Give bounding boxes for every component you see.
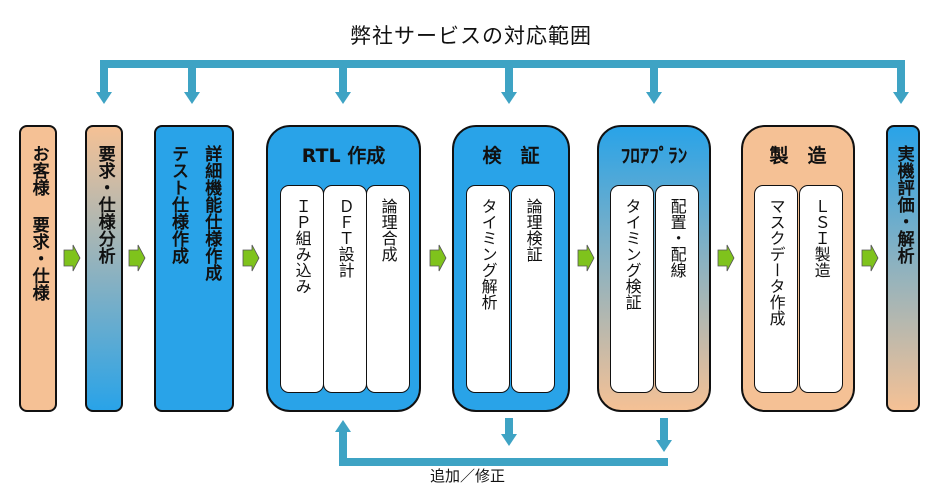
stage-floorplan-item: タイミング検証 bbox=[610, 185, 654, 393]
scope-arrowheads bbox=[96, 92, 909, 104]
stage-evaluation: 実機評価・解析 bbox=[886, 125, 920, 412]
stage-requirements-label: 要求・仕様分析 bbox=[94, 145, 115, 264]
stage-floorplan: ﾌﾛｱﾌﾟﾗﾝ タイミング検証 配置・配線 bbox=[597, 125, 711, 412]
stage-verify-item: タイミング解析 bbox=[466, 185, 510, 393]
stage-manufacture-item: ＬＳＩ製造 bbox=[799, 185, 843, 393]
stage-manufacture-title: 製 造 bbox=[769, 145, 827, 167]
stage-rtl-item: ＩＰ組み込み bbox=[280, 185, 324, 393]
stage-floorplan-item: 配置・配線 bbox=[655, 185, 699, 393]
stage-verify: 検 証 タイミング解析 論理検証 bbox=[452, 125, 570, 412]
stage-rtl-item: ＤＦＴ設計 bbox=[323, 185, 367, 393]
feedback-bracket bbox=[339, 418, 668, 466]
stage-customer: お客様 要求・仕様 bbox=[19, 125, 57, 412]
stage-manufacture: 製 造 マスクデータ作成 ＬＳＩ製造 bbox=[741, 125, 855, 412]
stage-evaluation-label: 実機評価・解析 bbox=[893, 145, 914, 264]
stage-manufacture-item: マスクデータ作成 bbox=[754, 185, 798, 393]
stage-spec-col1: テスト仕様作成 bbox=[168, 145, 188, 264]
stage-verify-title: 検 証 bbox=[482, 145, 540, 167]
stage-rtl-item: 論理合成 bbox=[366, 185, 410, 393]
stage-rtl: RTL 作成 ＩＰ組み込み ＤＦＴ設計 論理合成 bbox=[266, 125, 421, 412]
scope-bar bbox=[100, 60, 905, 96]
stage-customer-label: お客様 要求・仕様 bbox=[28, 145, 49, 301]
stage-spec-col2: 詳細機能仕様作成 bbox=[201, 145, 222, 281]
stage-spec: テスト仕様作成 詳細機能仕様作成 bbox=[154, 125, 234, 412]
flow-arrows bbox=[63, 244, 879, 272]
stage-verify-item: 論理検証 bbox=[511, 185, 555, 393]
feedback-arrowheads bbox=[335, 420, 672, 452]
diagram-title: 弊社サービスの対応範囲 bbox=[350, 24, 592, 48]
stage-rtl-title: RTL 作成 bbox=[301, 145, 386, 167]
stage-requirements: 要求・仕様分析 bbox=[85, 125, 123, 412]
stage-floorplan-title: ﾌﾛｱﾌﾟﾗﾝ bbox=[620, 145, 688, 167]
feedback-label: 追加／修正 bbox=[430, 467, 506, 485]
